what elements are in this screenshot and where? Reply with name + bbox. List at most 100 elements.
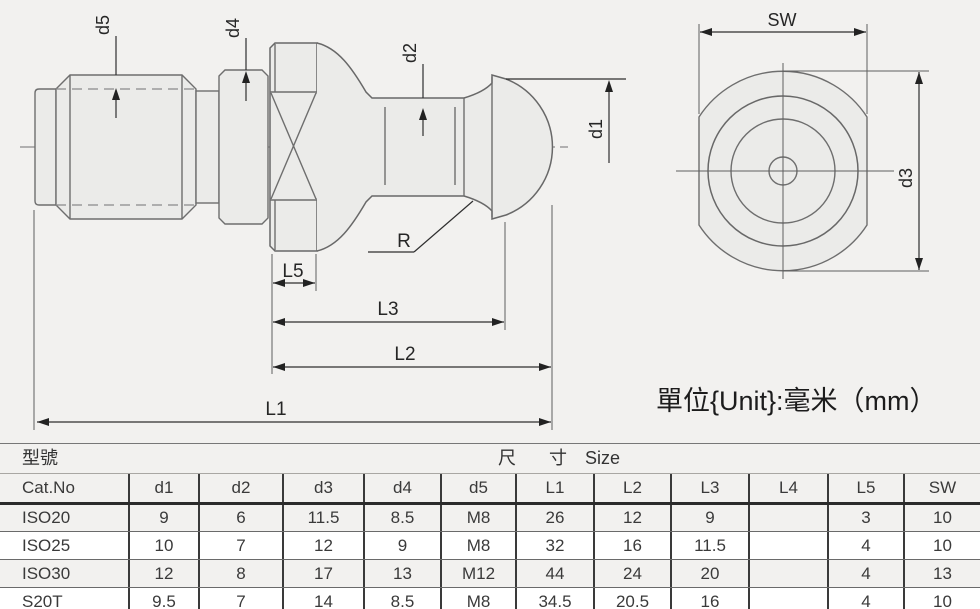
- table-cell: 20: [670, 560, 748, 587]
- label-l2: L2: [394, 344, 415, 365]
- table-cell: 3: [827, 505, 903, 531]
- label-d4: d4: [223, 18, 243, 38]
- table-cell: 10: [128, 532, 198, 559]
- header-cell: L3: [670, 474, 748, 502]
- table-cell: 6: [198, 505, 282, 531]
- size-header-en: Size: [585, 448, 621, 468]
- front-view: [20, 42, 568, 252]
- table-cell: M8: [440, 588, 515, 609]
- header-cell: L4: [748, 474, 827, 502]
- label-r: R: [397, 231, 411, 252]
- neck-1: [195, 90, 220, 204]
- table-cell: 4: [827, 560, 903, 587]
- label-l1: L1: [265, 399, 286, 420]
- table-cell: 10: [903, 532, 980, 559]
- table-cell: 9.5: [128, 588, 198, 609]
- header-cell: SW: [903, 474, 980, 502]
- table-cell: M12: [440, 560, 515, 587]
- model-header: 型號: [22, 448, 58, 468]
- table-cell: M8: [440, 505, 515, 531]
- dimension-d2: d2: [400, 43, 427, 136]
- table-cell: 12: [593, 505, 670, 531]
- table-cell: 20.5: [593, 588, 670, 609]
- dimension-l3: L3: [273, 299, 504, 326]
- table-cell: 44: [515, 560, 593, 587]
- dimension-l2: L2: [273, 344, 551, 371]
- table-cell: 11.5: [670, 532, 748, 559]
- table-cell: 32: [515, 532, 593, 559]
- header-cell: L2: [593, 474, 670, 502]
- table-cell: 12: [282, 532, 363, 559]
- table-cell: 4: [827, 588, 903, 609]
- table-cell: M8: [440, 532, 515, 559]
- dimension-d5: d5: [93, 15, 120, 118]
- dimension-sw: SW: [698, 10, 868, 114]
- table-cell: 13: [903, 560, 980, 587]
- table-cell: [748, 505, 827, 531]
- label-d5: d5: [93, 15, 113, 35]
- thread-stub: [34, 88, 57, 206]
- table-cell: 16: [593, 532, 670, 559]
- header-cell: d1: [128, 474, 198, 502]
- table-cell: 13: [363, 560, 440, 587]
- label-d2: d2: [400, 43, 420, 63]
- table-cell: 8.5: [363, 505, 440, 531]
- table-cell: 9: [128, 505, 198, 531]
- dimension-d1: d1: [506, 78, 626, 163]
- size-header-zh: 尺 寸: [498, 448, 582, 468]
- flange-outline: [269, 42, 318, 252]
- label-l3: L3: [377, 299, 398, 320]
- label-d3: d3: [896, 168, 916, 188]
- table-cell: [748, 588, 827, 609]
- table-cell: [748, 560, 827, 587]
- header-cell: d4: [363, 474, 440, 502]
- header-cell: L1: [515, 474, 593, 502]
- head-outline: [316, 42, 554, 252]
- table-group-header-row: 型號 尺 寸 Size: [0, 444, 980, 474]
- table-cell: 16: [670, 588, 748, 609]
- table-cell: 34.5: [515, 588, 593, 609]
- head-fill: [317, 43, 553, 251]
- header-cell: Cat.No: [22, 478, 75, 497]
- header-cell: L5: [827, 474, 903, 502]
- table-cell: 7: [198, 588, 282, 609]
- label-d1: d1: [586, 119, 606, 139]
- table-cell: [748, 532, 827, 559]
- row-label-cell: ISO20: [22, 508, 71, 527]
- dimension-d4: d4: [223, 18, 250, 101]
- unit-note: 單位{Unit}:毫米（mm）: [656, 386, 937, 416]
- table-cell: 26: [515, 505, 593, 531]
- end-view: [676, 63, 894, 279]
- table-cell: 10: [903, 505, 980, 531]
- dimension-l1: L1: [37, 399, 551, 426]
- flange-cross-2: [270, 92, 317, 200]
- radius-callout-r: R: [368, 200, 474, 253]
- table-cell: 8: [198, 560, 282, 587]
- label-l5: L5: [282, 261, 303, 282]
- table-cell: 4: [827, 532, 903, 559]
- table-cell: 9: [363, 532, 440, 559]
- table-cell: 10: [903, 588, 980, 609]
- header-cell: d2: [198, 474, 282, 502]
- extension-lines: [33, 205, 553, 430]
- row-label-cell: ISO30: [22, 564, 71, 583]
- table-cell: 8.5: [363, 588, 440, 609]
- technical-drawing: d5 d4 d2 d1 R L5: [20, 10, 937, 430]
- dimension-l5: L5: [273, 261, 315, 287]
- thread-body: [55, 74, 197, 220]
- row-label-cell: ISO25: [22, 536, 71, 555]
- table-cell: 7: [198, 532, 282, 559]
- dimension-d3: d3: [783, 70, 929, 272]
- row-label-cell: S20T: [22, 592, 63, 609]
- collar: [218, 69, 269, 225]
- table-cell: 14: [282, 588, 363, 609]
- table-cell: 9: [670, 505, 748, 531]
